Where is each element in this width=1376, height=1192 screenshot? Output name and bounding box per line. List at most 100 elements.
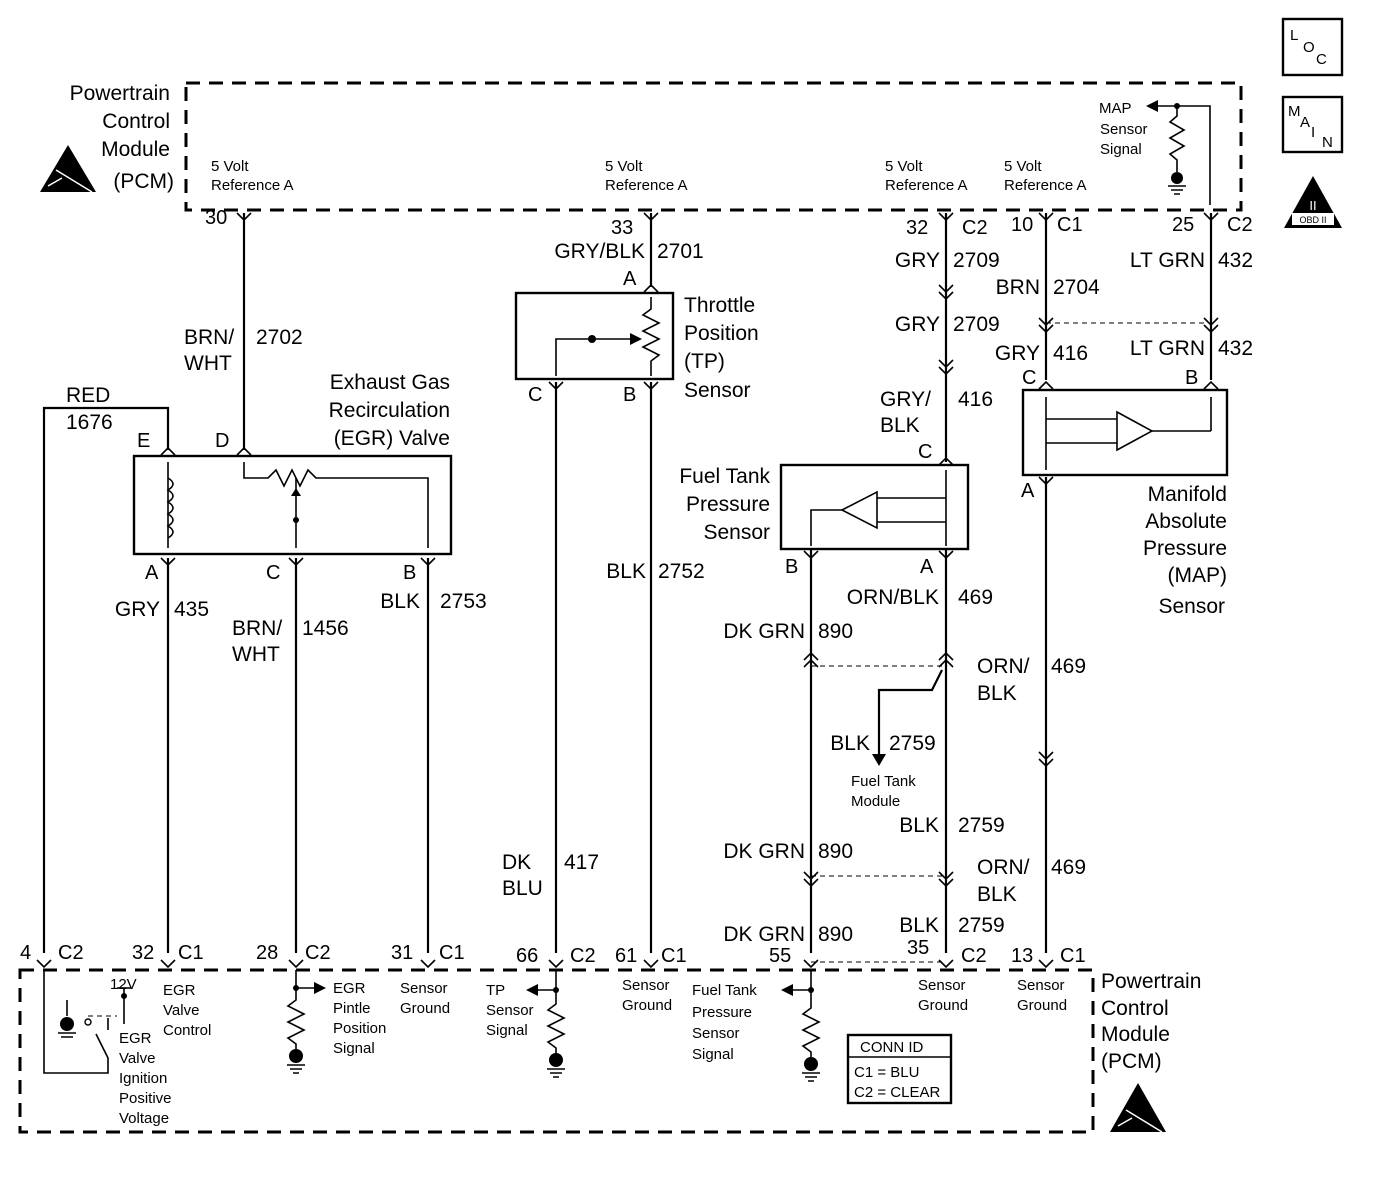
svg-text:55: 55 [769,945,791,967]
top-pin-labels: 30 33 32 C2 10 C1 25 C2 [205,207,1253,239]
sensor-ground-31-label: Sensor Ground [400,980,450,1017]
svg-text:BLK: BLK [977,682,1017,705]
svg-text:C2: C2 [570,945,596,967]
svg-text:C: C [1316,51,1327,68]
wire-2704 [1038,212,1054,380]
obd-ii-icon[interactable]: II OBD II [1284,176,1342,228]
svg-text:2752: 2752 [658,560,705,583]
main-icon[interactable]: M A I N [1281,95,1344,154]
svg-text:Module: Module [851,793,900,810]
egr-valve [132,454,453,556]
svg-text:10: 10 [1011,214,1033,236]
svg-text:2709: 2709 [953,313,1000,336]
svg-text:BRN: BRN [996,276,1040,299]
svg-text:B: B [1185,367,1198,389]
svg-text:Position: Position [333,1020,386,1037]
svg-text:Sensor: Sensor [1017,977,1065,994]
svg-text:Ground: Ground [400,1000,450,1017]
svg-text:OBD II: OBD II [1299,215,1326,225]
svg-text:Module: Module [1101,1023,1170,1046]
svg-text:61: 61 [615,945,637,967]
svg-text:TP: TP [486,982,505,999]
svg-text:2759: 2759 [889,732,936,755]
svg-text:DK GRN: DK GRN [723,840,805,863]
svg-text:LT GRN: LT GRN [1130,337,1205,360]
ftp-signal-circuit [781,970,821,1082]
svg-text:469: 469 [1051,856,1086,879]
svg-text:A: A [1021,480,1035,502]
svg-text:A: A [1300,114,1310,131]
wire-2759 [872,669,943,766]
svg-text:5 Volt: 5 Volt [885,158,923,175]
svg-text:Pintle: Pintle [333,1000,371,1017]
fuel-tank-pressure-sensor [779,463,970,551]
svg-text:MAP: MAP [1099,100,1132,117]
svg-text:Ground: Ground [918,997,968,1014]
tp-title: Throttle Position (TP) Sensor [684,294,759,402]
loc-icon[interactable]: L O C [1281,17,1344,77]
svg-text:30: 30 [205,207,227,229]
svg-text:GRY: GRY [995,342,1040,365]
svg-text:890: 890 [818,840,853,863]
svg-text:1676: 1676 [66,411,113,434]
ref-label-30: 5 Volt Reference A [211,158,294,194]
svg-text:432: 432 [1218,249,1253,272]
svg-text:Pressure: Pressure [692,1004,752,1021]
svg-text:A: A [145,562,159,584]
svg-text:Powertrain: Powertrain [1101,970,1201,993]
ftp-title: Fuel Tank Pressure Sensor [679,465,770,544]
svg-text:I: I [1311,124,1315,141]
svg-text:Control: Control [163,1022,211,1039]
svg-text:L: L [1290,27,1298,44]
svg-text:LT GRN: LT GRN [1130,249,1205,272]
svg-text:2704: 2704 [1053,276,1100,299]
svg-text:5 Volt: 5 Volt [211,158,249,175]
svg-text:BLK: BLK [899,814,939,837]
svg-text:CONN ID: CONN ID [860,1039,924,1056]
svg-text:435: 435 [174,598,209,621]
conn-id-box: CONN ID C1 = BLU C2 = CLEAR [846,1033,953,1105]
svg-text:Fuel Tank: Fuel Tank [851,773,916,790]
wire-469 [938,550,954,953]
svg-text:Control: Control [1101,997,1169,1020]
wire-469-map [1038,477,1054,953]
ref-label-32: 5 Volt Reference A [885,158,968,194]
wire-1676 [42,406,170,953]
svg-text:Signal: Signal [333,1040,375,1057]
svg-text:Position: Position [684,322,759,345]
svg-text:GRY: GRY [895,313,940,336]
svg-text:Sensor: Sensor [400,980,448,997]
svg-text:5 Volt: 5 Volt [605,158,643,175]
svg-text:Ignition: Ignition [119,1070,167,1087]
svg-text:BLK: BLK [977,883,1017,906]
svg-text:C2 = CLEAR: C2 = CLEAR [854,1084,940,1101]
svg-text:Reference A: Reference A [605,177,688,194]
svg-text:Reference A: Reference A [211,177,294,194]
svg-text:890: 890 [818,923,853,946]
svg-text:4: 4 [20,942,31,964]
sensor-ground-35-label: Sensor Ground [918,977,968,1014]
svg-text:2701: 2701 [657,240,704,263]
svg-text:C: C [528,384,542,406]
svg-text:DK GRN: DK GRN [723,620,805,643]
svg-text:Signal: Signal [1100,141,1142,158]
svg-text:Fuel Tank: Fuel Tank [692,982,757,999]
svg-text:Valve: Valve [163,1002,199,1019]
svg-text:C1: C1 [1060,945,1086,967]
egr-valve-control-label: EGR Valve Control [163,982,211,1039]
tp-sensor [514,291,675,381]
ref-label-33: 5 Volt Reference A [605,158,688,194]
svg-text:C1: C1 [661,945,687,967]
pcm-bottom-title: Powertrain Control Module (PCM) [1101,970,1201,1073]
svg-text:2702: 2702 [256,326,303,349]
map-sensor-signal: MAP Sensor Signal [1099,100,1211,205]
pcm-top-title: Powertrain Control Module (PCM) [70,82,174,193]
svg-text:BLK: BLK [899,914,939,937]
ref-label-10: 5 Volt Reference A [1004,158,1087,194]
svg-text:BRN/: BRN/ [232,617,282,640]
wire-890 [803,550,819,953]
svg-text:2759: 2759 [958,814,1005,837]
svg-text:2759: 2759 [958,914,1005,937]
svg-text:2753: 2753 [440,590,487,613]
svg-text:A: A [623,268,637,290]
